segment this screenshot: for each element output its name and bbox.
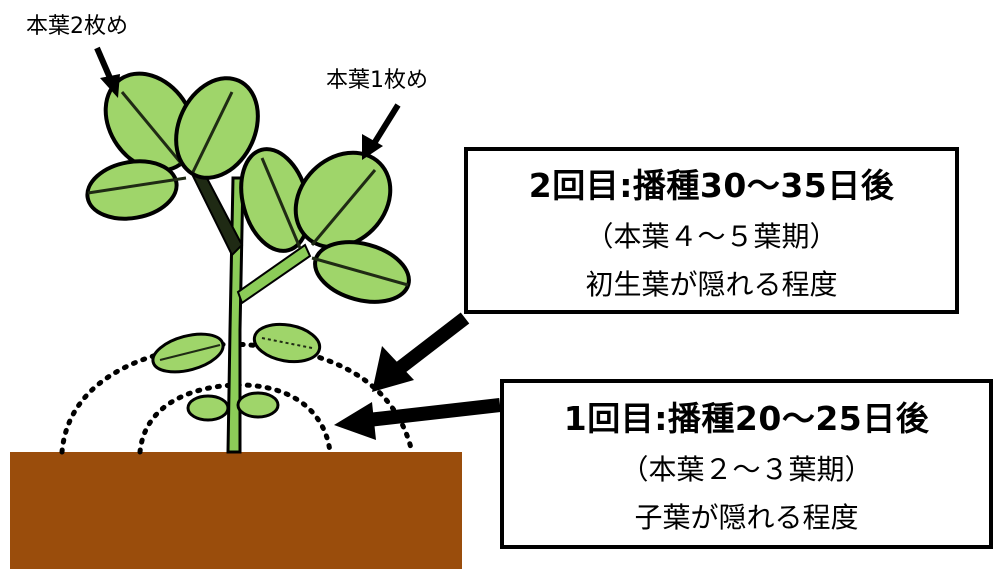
true-leaf-2 xyxy=(85,71,260,221)
arrow-leaf1 xyxy=(362,103,401,160)
label-true-leaf-1: 本葉1枚め xyxy=(326,68,428,93)
second-stage: （本葉４～５葉期） xyxy=(585,219,838,253)
cotyledon-right xyxy=(236,391,280,419)
arrow-leaf2 xyxy=(94,46,120,98)
second-note: 初生葉が隠れる程度 xyxy=(585,267,838,301)
first-note: 子葉が隠れる程度 xyxy=(634,501,859,534)
label-true-leaf-2: 本葉2枚め xyxy=(26,14,128,39)
true-leaf-1 xyxy=(239,147,411,304)
primary-leaf-left-vein xyxy=(159,344,221,361)
box-first-earthing: 1回目:播種20～25日後 （本葉２～３葉期） 子葉が隠れる程度 xyxy=(500,379,993,549)
primary-leaf-right-vein xyxy=(261,337,313,349)
arrow-second xyxy=(372,312,470,392)
soil xyxy=(10,452,462,569)
first-heading: 1回目:播種20～25日後 xyxy=(563,399,930,438)
box-second-earthing: 2回目:播種30～35日後 （本葉４～５葉期） 初生葉が隠れる程度 xyxy=(464,147,959,314)
first-stage: （本葉２～３葉期） xyxy=(620,453,873,486)
arrow-first xyxy=(334,398,501,440)
second-heading: 2回目:播種30～35日後 xyxy=(528,165,895,205)
branch-right xyxy=(236,243,312,305)
earthing-line-second xyxy=(59,341,415,455)
cotyledon-left xyxy=(186,394,230,422)
